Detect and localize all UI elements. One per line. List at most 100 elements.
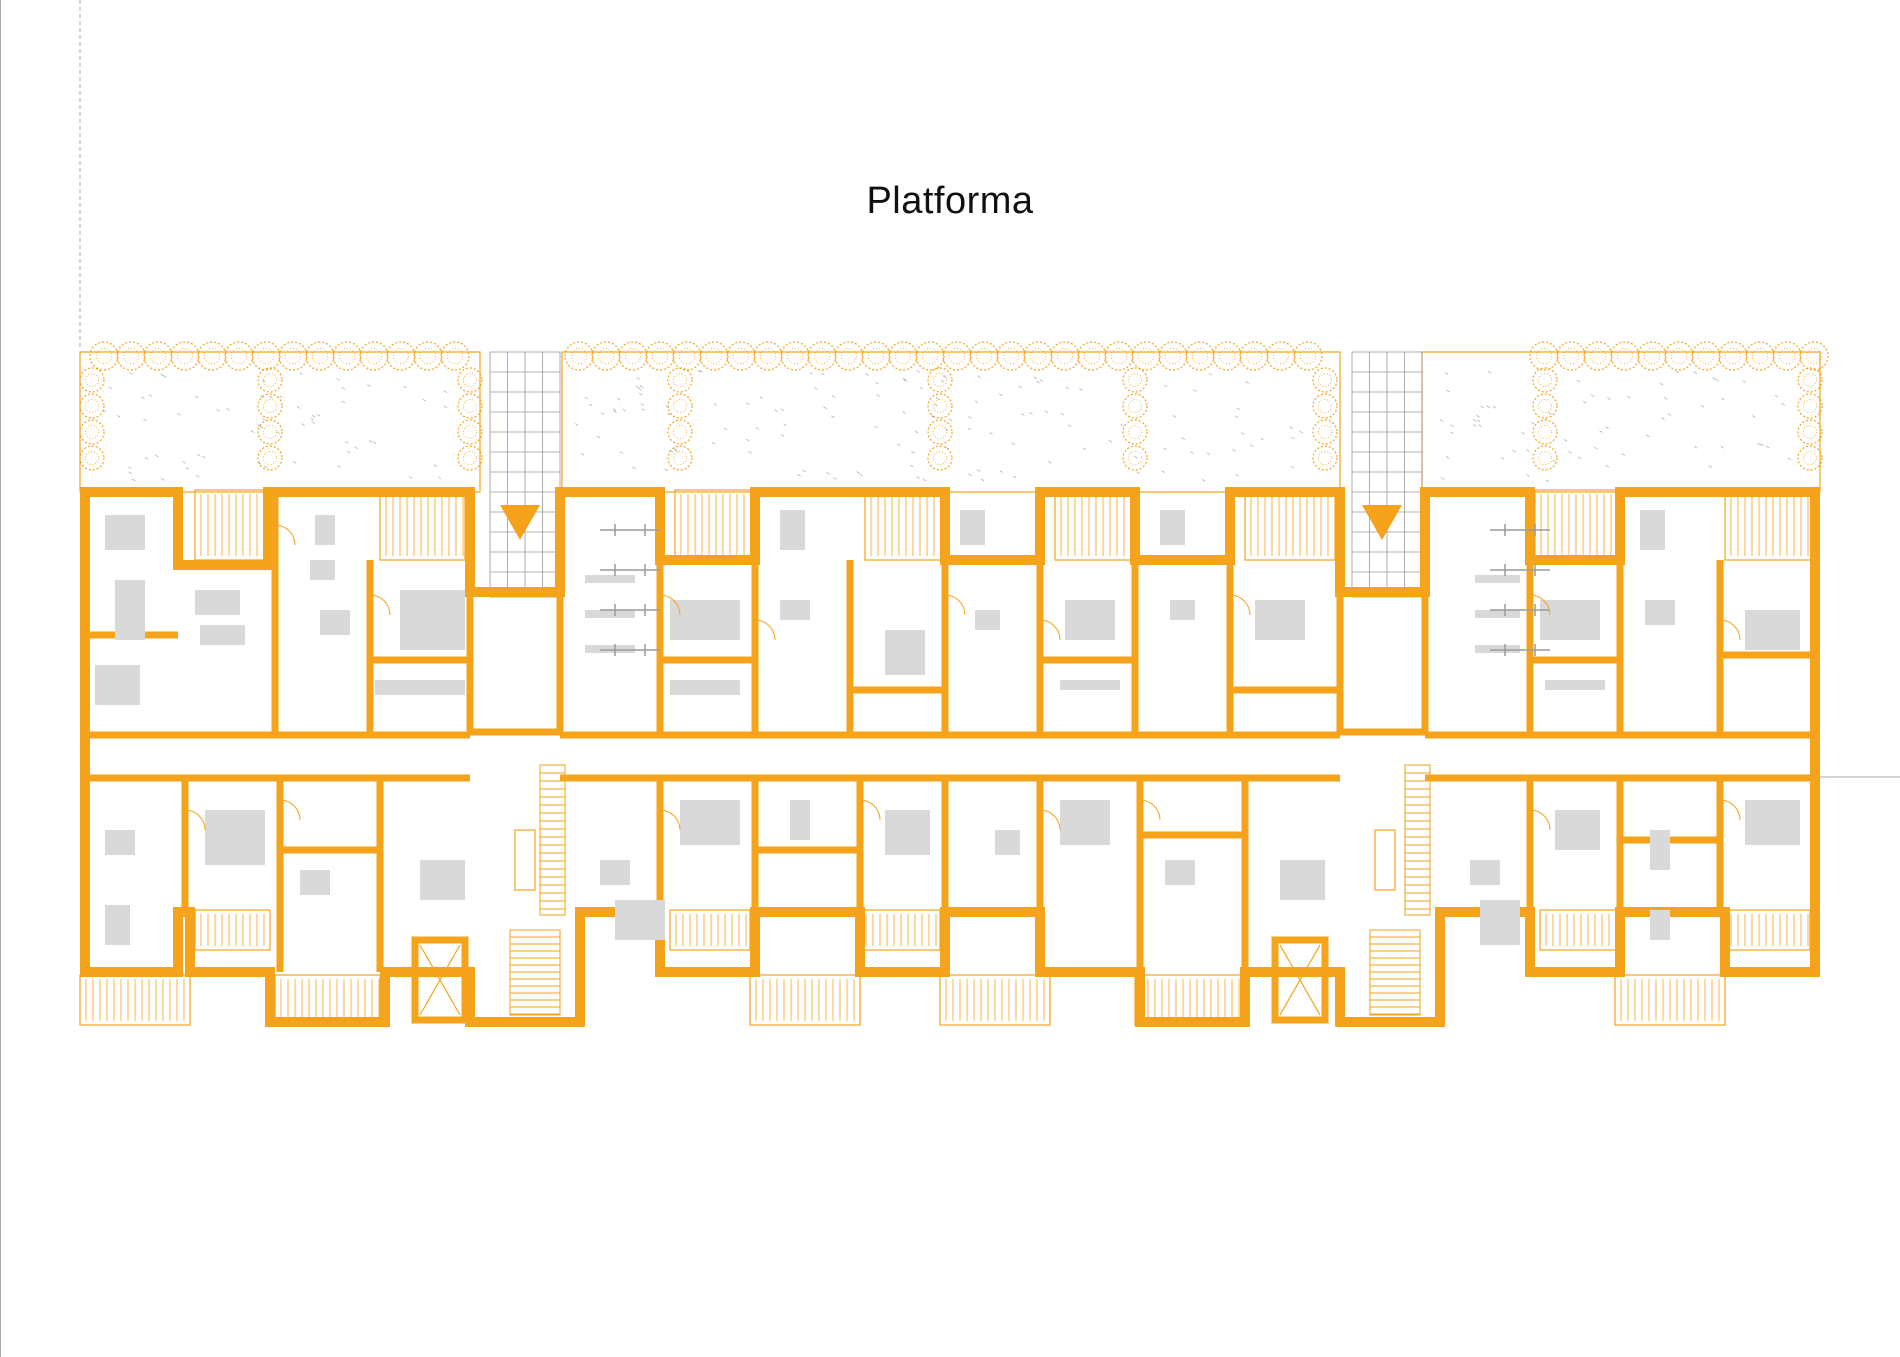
furniture-item (1170, 600, 1195, 620)
tree-canopy-icon (1583, 341, 1613, 371)
tree-canopy-icon (726, 341, 756, 371)
tree-canopy-icon (1745, 341, 1775, 371)
entrance-marker-group (500, 505, 1402, 540)
furniture-item (1640, 510, 1665, 550)
tree-canopy-icon (927, 419, 953, 445)
tree-canopy-icon (1312, 367, 1338, 393)
tree-canopy-icon (1637, 341, 1667, 371)
tree-canopy-icon (1691, 341, 1721, 371)
furniture-item (420, 860, 465, 900)
furniture-item (1475, 610, 1520, 618)
tree-canopy-icon (1772, 341, 1802, 371)
tree-canopy-icon (1122, 419, 1148, 445)
furniture-item (585, 645, 635, 653)
tree-canopy-icon (457, 445, 483, 471)
tree-canopy-icon (457, 367, 483, 393)
tree-canopy-icon (1131, 341, 1161, 371)
furniture-item (400, 590, 465, 650)
tree-canopy-icon (440, 341, 470, 371)
tree-canopy-icon (667, 367, 693, 393)
furniture-item (200, 625, 245, 645)
furniture-item (885, 630, 925, 675)
tree-canopy-icon (457, 419, 483, 445)
tree-canopy-icon (79, 419, 105, 445)
tree-canopy-icon (1077, 341, 1107, 371)
tree-canopy-icon (1185, 341, 1215, 371)
tree-canopy-icon (1610, 341, 1640, 371)
tree-canopy-icon (699, 341, 729, 371)
furniture-item (1475, 645, 1520, 653)
drawing-title: Platforma (866, 180, 1034, 222)
garden-areas (79, 351, 1821, 493)
tree-canopy-icon (667, 419, 693, 445)
furniture-item (1650, 910, 1670, 940)
tree-canopy-icon (1797, 419, 1823, 445)
tree-canopy-icon (807, 341, 837, 371)
staircase-icon (509, 764, 1431, 1016)
furniture-item (1475, 575, 1520, 583)
furniture-item (780, 600, 810, 620)
tree-canopy-icon (996, 341, 1026, 371)
triangle-down-icon (500, 505, 540, 540)
tree-canopy-icon (667, 393, 693, 419)
tree-canopy-icon (1293, 341, 1323, 371)
furniture-item (375, 680, 465, 695)
tree-canopy-icon (1122, 367, 1148, 393)
tree-canopy-icon (1797, 445, 1823, 471)
tree-canopy-icon (1532, 367, 1558, 393)
tree-canopy-icon (143, 341, 173, 371)
furniture-item (315, 515, 335, 545)
tree-canopy-icon (927, 367, 953, 393)
triangle-down-icon (1362, 505, 1402, 540)
furniture-item (960, 510, 985, 545)
furniture-item (1470, 860, 1500, 885)
furniture-item (885, 810, 930, 855)
tree-canopy-icon (1312, 445, 1338, 471)
tree-canopy-icon (645, 341, 675, 371)
furniture-item (585, 610, 635, 618)
tree-canopy-icon (834, 341, 864, 371)
furniture-item (1065, 600, 1115, 640)
furniture-item (1480, 900, 1520, 945)
tree-canopy-icon (1158, 341, 1188, 371)
tree-canopy-icon (224, 341, 254, 371)
tree-canopy-icon (305, 341, 335, 371)
furniture-item (310, 560, 335, 580)
tree-canopy-icon (1718, 341, 1748, 371)
tree-canopy-icon (618, 341, 648, 371)
furniture-item (1745, 610, 1800, 650)
lawn-texture (102, 369, 1791, 483)
tree-canopy-icon (780, 341, 810, 371)
furniture-item (1545, 680, 1605, 690)
furniture-item (790, 800, 810, 840)
furniture-item (1165, 860, 1195, 885)
tree-canopy-icon (1050, 341, 1080, 371)
furniture-item (1650, 830, 1670, 870)
tree-canopy-icon (257, 367, 283, 393)
tree-canopy-icon (942, 341, 972, 371)
tree-canopy-icon (1312, 393, 1338, 419)
furniture-item (1160, 510, 1185, 545)
tree-canopy-icon (1266, 341, 1296, 371)
tree-canopy-icon (1532, 445, 1558, 471)
tree-canopy-icon (1122, 393, 1148, 419)
balconies (79, 489, 1816, 1026)
tree-canopy-icon (1312, 419, 1338, 445)
tree-canopy-icon (1664, 341, 1694, 371)
furniture-item (615, 900, 665, 940)
tree-canopy-icon (1212, 341, 1242, 371)
bicycle-rack-icon (600, 524, 1550, 656)
tree-canopy-icon (969, 341, 999, 371)
tree-canopy-icon (1797, 393, 1823, 419)
tree-canopy-icon (386, 341, 416, 371)
tree-canopy-icon (278, 341, 308, 371)
tree-canopy-icon (564, 341, 594, 371)
furniture-item (1745, 800, 1800, 845)
tree-canopy-icon (457, 393, 483, 419)
furniture-item (1280, 860, 1325, 900)
tree-canopy-icon (861, 341, 891, 371)
tree-canopy-icon (667, 445, 693, 471)
tree-canopy-icon (915, 341, 945, 371)
furniture-item (1645, 600, 1675, 625)
